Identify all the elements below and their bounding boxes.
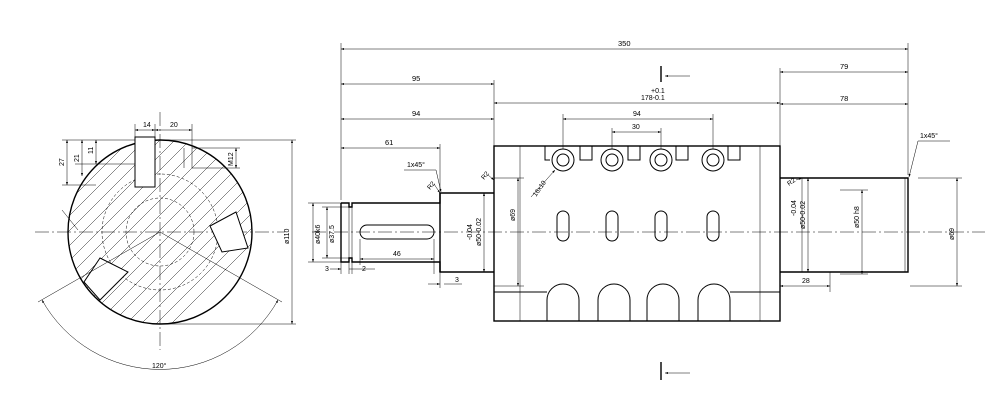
oval-slot: [706, 210, 720, 242]
dim-len-61: 61: [385, 138, 393, 147]
middle-slots: [556, 210, 720, 242]
dim-tol-left: -0.04: [467, 224, 474, 240]
dim-len-28: 28: [802, 278, 810, 285]
dim-shaft-right: ø50 h8: [854, 206, 861, 228]
bottom-arch: [646, 283, 680, 321]
dim-len-78: 78: [840, 94, 848, 103]
top-slot-3: [627, 146, 641, 161]
dim-angle: 120°: [152, 362, 167, 370]
bottom-arch: [697, 283, 731, 321]
hole-inner: [654, 153, 668, 167]
dim-seat-left: ø50-0.02: [476, 218, 483, 246]
dim-gap-2: 2: [362, 266, 366, 273]
hole-outer: [701, 148, 725, 172]
right-shaft-outline: [780, 177, 909, 273]
dim-depth-27: 27: [59, 158, 66, 166]
angle-arc-120: [41, 299, 279, 370]
dim-spacing-94: 94: [633, 111, 641, 118]
leader-chamfer-left-tip: [435, 169, 442, 193]
hole-inner: [706, 153, 720, 167]
dim-gap-3a: 3: [325, 266, 329, 273]
oval-slot: [654, 210, 668, 242]
cutter-holes: [551, 148, 725, 172]
dim-tol-right: -0.04: [791, 200, 798, 216]
dim-journal-dia: ø40k6: [315, 224, 322, 244]
leader-radius-left: [433, 183, 441, 194]
dim-chamfer-right: 1x45°: [920, 132, 938, 140]
hole-inner: [556, 153, 570, 167]
angle-leg-right: [159, 231, 283, 303]
front-view: 350 95 94 61 79 78 +0.1 178-0.1 94 30 1x…: [308, 39, 985, 380]
dim-thread: M12: [228, 152, 235, 166]
bottom-arch: [597, 283, 631, 321]
top-slot-1: [544, 146, 550, 161]
dim-depth-21: 21: [74, 154, 81, 162]
dim-overall-length: 350: [618, 39, 631, 48]
keyway: [359, 224, 435, 240]
cutter-body: [493, 145, 781, 322]
hole-outer: [600, 148, 624, 172]
dim-gap-3b: 3: [455, 277, 459, 284]
bottom-arches: [494, 283, 780, 321]
dim-radius-left: R2: [426, 180, 437, 191]
keyway-slot: [134, 136, 156, 188]
oval-slot: [605, 210, 619, 242]
dim-diameter: ø110: [284, 228, 291, 244]
dim-chamfer-left: 1x45°: [407, 161, 425, 169]
dim-len-94: 94: [412, 109, 420, 118]
dim-body-length: 178-0.1: [641, 95, 665, 102]
dim-len-95: 95: [412, 74, 420, 83]
dim-depth-11: 11: [88, 147, 95, 154]
side-view: 14 20 27 21 11 M12 ø110 120°: [35, 112, 296, 370]
dim-radius-mid: R2: [480, 170, 491, 181]
dim-len-79: 79: [840, 62, 848, 71]
leader-radius-right: [795, 177, 803, 181]
top-slot-4: [675, 146, 689, 161]
dim-hole-spec: 16x10: [532, 179, 548, 198]
dim-dia-69-inner: ø69: [510, 209, 517, 221]
hole-outer: [551, 148, 575, 172]
dim-offset: 20: [170, 122, 178, 129]
slot-flank-line: [61, 209, 79, 231]
inner-bore-circle-small: [125, 197, 195, 267]
dim-keyway-len: 46: [393, 251, 401, 258]
leader-chamfer-right-tip: [908, 140, 919, 178]
dim-dia-69-outer: ø69: [949, 228, 956, 240]
dim-tol-upper: +0.1: [651, 88, 665, 95]
cutting-slot-2: [209, 211, 249, 253]
leader-radius-mid: [487, 174, 495, 181]
angle-leg-left: [37, 231, 161, 303]
dim-seat-right: ø50-0.02: [800, 201, 807, 229]
dim-radius-right: R2: [786, 177, 797, 188]
hole-inner: [605, 153, 619, 167]
top-slot-5: [727, 146, 741, 161]
cutting-slot-1: [83, 257, 129, 301]
oval-slot: [556, 210, 570, 242]
leader-hole-spec: [530, 169, 556, 198]
dim-spacing-30: 30: [632, 124, 640, 131]
dim-key-width: 14: [143, 122, 151, 129]
dim-groove-dia: ø37.5: [329, 225, 336, 243]
hole-outer: [649, 148, 673, 172]
bottom-arch: [546, 283, 580, 321]
top-slot-2: [579, 146, 593, 161]
